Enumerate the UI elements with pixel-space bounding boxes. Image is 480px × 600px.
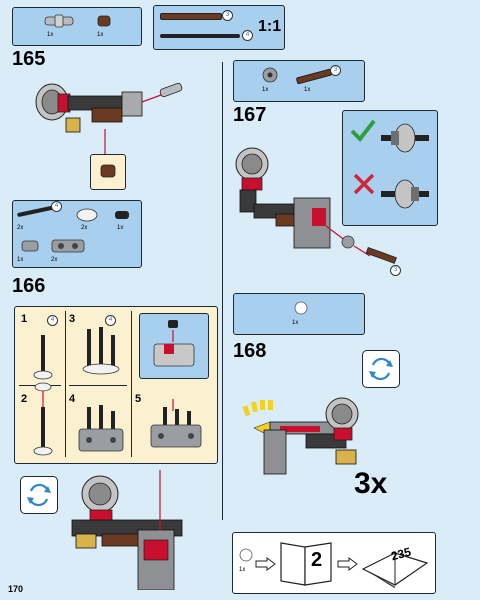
- qty-label: 1x: [17, 257, 24, 263]
- grey-beam-part: [51, 239, 85, 253]
- substep-number: 4: [69, 393, 76, 405]
- brown-bush-part: [97, 15, 111, 27]
- page-number: 170: [8, 584, 24, 594]
- parts-box-165: 1x 1x: [12, 7, 142, 46]
- length-badge: 3: [222, 10, 233, 21]
- divider: [65, 311, 66, 457]
- step-166-result-assembly: [71, 470, 183, 590]
- arrow-right-icon: [255, 557, 276, 571]
- qty-label: 1x: [262, 87, 269, 93]
- cross-icon: [353, 173, 375, 195]
- white-connector-part: [76, 208, 98, 222]
- arrow-right-icon: [337, 557, 358, 571]
- pin-connector-part: [44, 14, 74, 28]
- qty-label: 2x: [51, 257, 58, 263]
- black-axle-part: [160, 34, 240, 38]
- brown-axle-part: [295, 68, 333, 85]
- white-pin-part: [239, 548, 253, 562]
- step-168-assembly: [242, 397, 359, 475]
- step-165-assembly: [35, 82, 183, 154]
- step-167-assembly: [235, 147, 397, 264]
- step-number-167: 167: [233, 104, 267, 126]
- divider: [69, 385, 127, 386]
- wrong-orientation-part: [381, 179, 429, 209]
- qty-label: 2x: [81, 225, 88, 231]
- length-badge: 4: [51, 201, 62, 212]
- repeat-count: 3x: [354, 467, 388, 500]
- yellow-motion-marks: [242, 400, 273, 417]
- callout-bush: [90, 154, 126, 190]
- parts-box-166: 4 2x 2x 1x 1x 2x: [12, 200, 142, 268]
- length-badge: 4: [242, 30, 253, 41]
- parts-box-167: 1x 3 1x: [233, 60, 365, 102]
- orientation-check-box: [342, 110, 438, 226]
- step-number-166: 166: [12, 275, 46, 297]
- qty-label: 1x: [47, 32, 54, 38]
- booklet-transition-box: 1x 2 235: [232, 532, 436, 594]
- brown-axle-part: [160, 13, 222, 20]
- qty-label: 1x: [97, 32, 104, 38]
- length-badge: 3: [390, 265, 401, 276]
- substep-number: 2: [21, 393, 28, 405]
- axle-scale-box: 3 4 1:1: [153, 5, 285, 50]
- qty-label: 1x: [292, 320, 299, 326]
- booklet-icon: [280, 542, 332, 586]
- qty-label: 2x: [17, 225, 24, 231]
- substep-number: 3: [69, 313, 76, 325]
- substep-callout: [139, 313, 209, 379]
- substep-1-assembly: [33, 335, 53, 380]
- substep-panel-166: 1 4 2 3 4 4 5: [14, 306, 218, 464]
- divider: [131, 311, 132, 457]
- substep-2-assembly: [33, 382, 53, 456]
- column-divider: [222, 62, 223, 520]
- substep-4-assembly: [78, 405, 124, 452]
- length-badge: 4: [105, 315, 116, 326]
- step-number-168: 168: [233, 340, 267, 362]
- black-pin-part: [115, 211, 129, 219]
- white-pin-part: [294, 301, 308, 315]
- parts-box-168: 1x: [233, 293, 365, 335]
- correct-orientation-part: [381, 123, 429, 153]
- scale-label: 1:1: [258, 18, 282, 35]
- rotate-model-icon: [362, 350, 400, 388]
- qty-label: 1x: [239, 567, 246, 573]
- substep-3-assembly: [82, 327, 120, 375]
- grey-joint-part: [21, 240, 39, 252]
- length-badge: 4: [47, 315, 58, 326]
- length-badge: 3: [330, 65, 341, 76]
- substep-number: 1: [21, 313, 28, 325]
- booklet-number: 2: [311, 549, 323, 571]
- open-book-icon: [361, 552, 429, 589]
- substep-number: 5: [135, 393, 142, 405]
- check-icon: [350, 119, 376, 143]
- qty-label: 1x: [117, 225, 124, 231]
- step-number-165: 165: [12, 48, 46, 70]
- qty-label: 1x: [304, 87, 311, 93]
- substep-5-assembly: [150, 399, 202, 448]
- grey-gear-part: [262, 67, 278, 83]
- rotate-model-icon: [20, 476, 58, 514]
